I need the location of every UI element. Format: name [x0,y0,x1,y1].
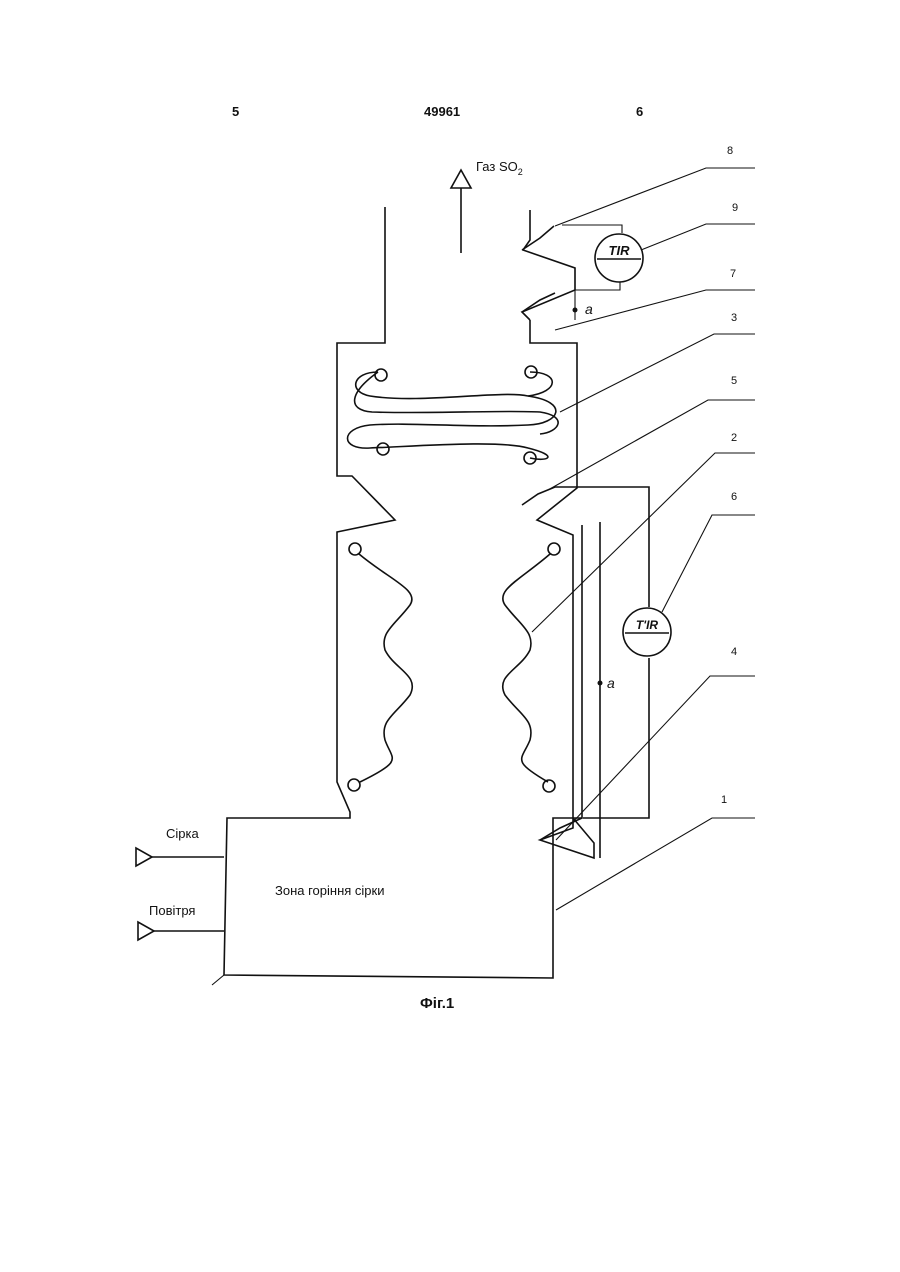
callout-4: 4 [731,646,737,658]
air-inlet-label: Повітря [149,903,195,918]
instrument-tir-label: TIR [609,243,631,258]
upper-nozzle-7 [522,293,555,312]
measure-point-lower-label: a [607,675,615,691]
measure-point-lower [598,681,603,686]
instrument-tir-prime-label: T'IR [636,618,659,632]
figure-caption: Фіг.1 [420,995,454,1012]
callout-1: 1 [721,794,727,806]
reactor-outline [212,207,594,985]
gas-outlet-arrow [451,170,471,253]
air-inlet [138,922,224,940]
callout-7: 7 [730,268,736,280]
callout-2: 2 [731,432,737,444]
measure-point-upper [573,308,578,313]
callout-8: 8 [727,145,733,157]
lower-coil-right-2 [503,543,560,792]
sulfur-inlet-label: Сірка [166,826,199,841]
combustion-zone-label: Зона горіння сірки [275,883,384,898]
upper-coil-3 [348,366,559,464]
measure-point-upper-label: a [585,301,593,317]
gas-outlet-label: Газ SO2 [476,159,523,177]
callout-6: 6 [731,491,737,503]
callout-5: 5 [731,375,737,387]
lower-coil-left [348,543,412,791]
sulfur-inlet [136,848,224,866]
instrument-tir-6: T'IR [623,608,671,656]
callout-3: 3 [731,312,737,324]
instrument-tir-9: TIR [595,234,643,282]
upper-nozzle-8 [522,226,554,250]
callout-9: 9 [732,202,738,214]
bypass-duct [522,487,649,858]
